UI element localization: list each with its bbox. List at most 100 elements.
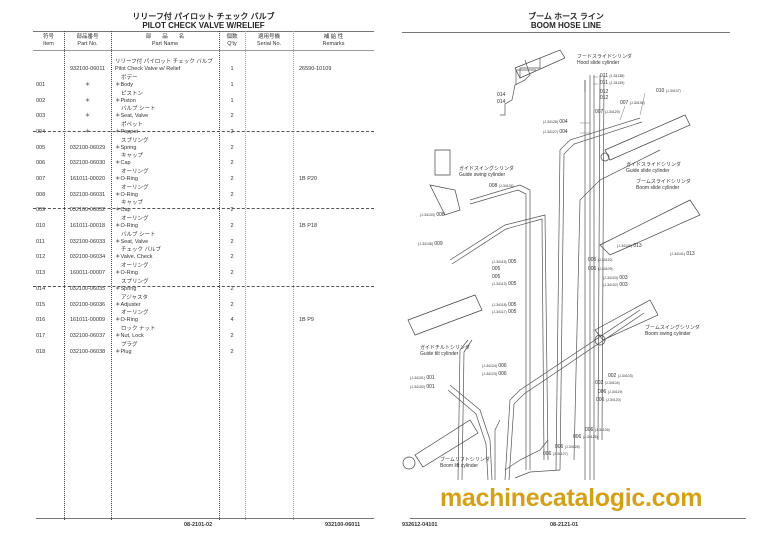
quantity: 1 bbox=[230, 98, 234, 104]
part-number: 032100-06034 bbox=[69, 254, 106, 260]
quantity: 2 bbox=[230, 223, 234, 229]
quantity: 2 bbox=[230, 270, 234, 276]
col-divider bbox=[111, 31, 112, 520]
item-number: 010 bbox=[36, 223, 46, 229]
item-number: 012 bbox=[36, 254, 46, 260]
item-number: 002 bbox=[36, 98, 46, 104]
quantity: 2 bbox=[230, 286, 234, 292]
remarks: 1B P20 bbox=[299, 176, 318, 182]
left-title-en: PILOT CHECK VALVE W/RELIEF bbox=[142, 21, 265, 30]
part-number: ＊ bbox=[84, 129, 91, 135]
part-name: アジャスタ＊Adjuster bbox=[115, 295, 149, 308]
callout-label: (J-34102) 001 bbox=[410, 384, 435, 390]
part-number: 160011-00007 bbox=[69, 270, 106, 276]
table-header-rule bbox=[33, 50, 374, 51]
quantity: 2 bbox=[230, 349, 234, 355]
quantity: 2 bbox=[230, 333, 234, 339]
watermark: machinecatalogic.com bbox=[440, 484, 703, 512]
part-number: 032100-06030 bbox=[69, 160, 106, 166]
guide-slide-cylinder bbox=[604, 114, 691, 161]
quantity: 2 bbox=[230, 129, 234, 135]
left-footer-part: 932100-06011 bbox=[325, 522, 361, 528]
quantity: 2 bbox=[230, 302, 234, 308]
part-number: 161011-00020 bbox=[69, 176, 106, 182]
part-name: バルブ シート＊Seat, Valve bbox=[115, 106, 156, 119]
callout-label: 005 (J-34110) bbox=[588, 257, 613, 263]
part-name: プラグ＊Plug bbox=[115, 342, 138, 355]
callout-label: (J-34140) 013 bbox=[617, 243, 642, 249]
right-top-rule bbox=[402, 32, 730, 33]
callout-label: 014 bbox=[497, 99, 506, 105]
callout-label: 006 (J-34120) bbox=[596, 397, 621, 403]
item-number: 001 bbox=[36, 82, 46, 88]
quantity: 2 bbox=[230, 160, 234, 166]
part-number: 161011-00018 bbox=[69, 223, 106, 229]
callout-label: 008 (J-34134) bbox=[489, 183, 514, 189]
callout-label: (J-34128) 004 bbox=[543, 119, 568, 125]
callout-label: 006 (J-34119) bbox=[598, 389, 623, 395]
item-number: 004 bbox=[36, 129, 46, 135]
callout-label: (J-34124) 006 bbox=[482, 363, 507, 369]
callout-label: (J-34115) 005 bbox=[492, 259, 517, 265]
boom-slide-cylinder bbox=[599, 199, 701, 256]
guide-tilt-cylinder bbox=[407, 294, 483, 336]
part-name: オーリング＊O-Ring bbox=[115, 263, 149, 276]
item-number: 013 bbox=[36, 270, 46, 276]
leader-lines bbox=[580, 76, 646, 134]
item-number: 018 bbox=[36, 349, 46, 355]
item-number: 007 bbox=[36, 176, 46, 182]
callout-label: 007 (J-34129) bbox=[595, 109, 620, 115]
callout-label: 014 bbox=[497, 92, 506, 98]
col-divider bbox=[293, 31, 294, 520]
callout-label: (J-34136) 009 bbox=[418, 241, 443, 247]
part-name: スプリング＊Spring bbox=[115, 138, 149, 151]
part-number: 032100-06037 bbox=[69, 333, 106, 339]
part-number: 032100-06031 bbox=[69, 192, 106, 198]
callout-label: (J-34127) 004 bbox=[543, 129, 568, 135]
quantity: 2 bbox=[230, 145, 234, 151]
part-name: ロック ナット＊Nut, Lock bbox=[115, 326, 156, 339]
item-number: 011 bbox=[36, 239, 45, 245]
callout-label: 006 (J-34126) bbox=[585, 427, 610, 433]
item-number: 014 bbox=[36, 286, 46, 292]
part-number: 032100-06032 bbox=[69, 207, 106, 213]
left-title-jp: リリーフ付 パイロット チェック バルブ bbox=[132, 12, 275, 21]
quantity: 1 bbox=[230, 82, 234, 88]
left-footer-page: 08-2101-02 bbox=[184, 522, 213, 528]
hoses bbox=[447, 58, 661, 481]
hood-slide-cylinder bbox=[514, 49, 566, 79]
quantity: 2 bbox=[230, 207, 234, 213]
right-footer-page: 08-2121-01 bbox=[550, 522, 579, 528]
callout-label: (J-34117) 005 bbox=[492, 309, 517, 315]
callout-label: (J-34133) 008 bbox=[420, 212, 445, 218]
boom-swing-cylinder bbox=[594, 299, 659, 341]
part-name: ポペット＊Poppet bbox=[115, 122, 144, 135]
part-name: ピストン＊Piston bbox=[115, 91, 144, 104]
group-separator bbox=[33, 131, 374, 132]
callout-label: 005 bbox=[492, 274, 501, 280]
quantity: 1 bbox=[230, 66, 234, 72]
part-name: スプリング＊Spring bbox=[115, 279, 149, 292]
part-number: 932100-06011 bbox=[69, 66, 106, 72]
right-title-jp: ブーム ホース ライン bbox=[528, 12, 604, 21]
quantity: 2 bbox=[230, 113, 234, 119]
callout-label: 012 bbox=[600, 89, 609, 95]
part-number: ＊ bbox=[84, 82, 91, 88]
group-separator bbox=[33, 208, 374, 209]
remarks: 1B P9 bbox=[299, 317, 314, 323]
part-number: 032100-06036 bbox=[69, 302, 106, 308]
item-number: 009 bbox=[36, 207, 46, 213]
part-name: オーリング＊O-Ring bbox=[115, 310, 149, 323]
remarks: 26590-10109 bbox=[299, 66, 332, 72]
guide-swing-cylinder bbox=[429, 149, 461, 216]
